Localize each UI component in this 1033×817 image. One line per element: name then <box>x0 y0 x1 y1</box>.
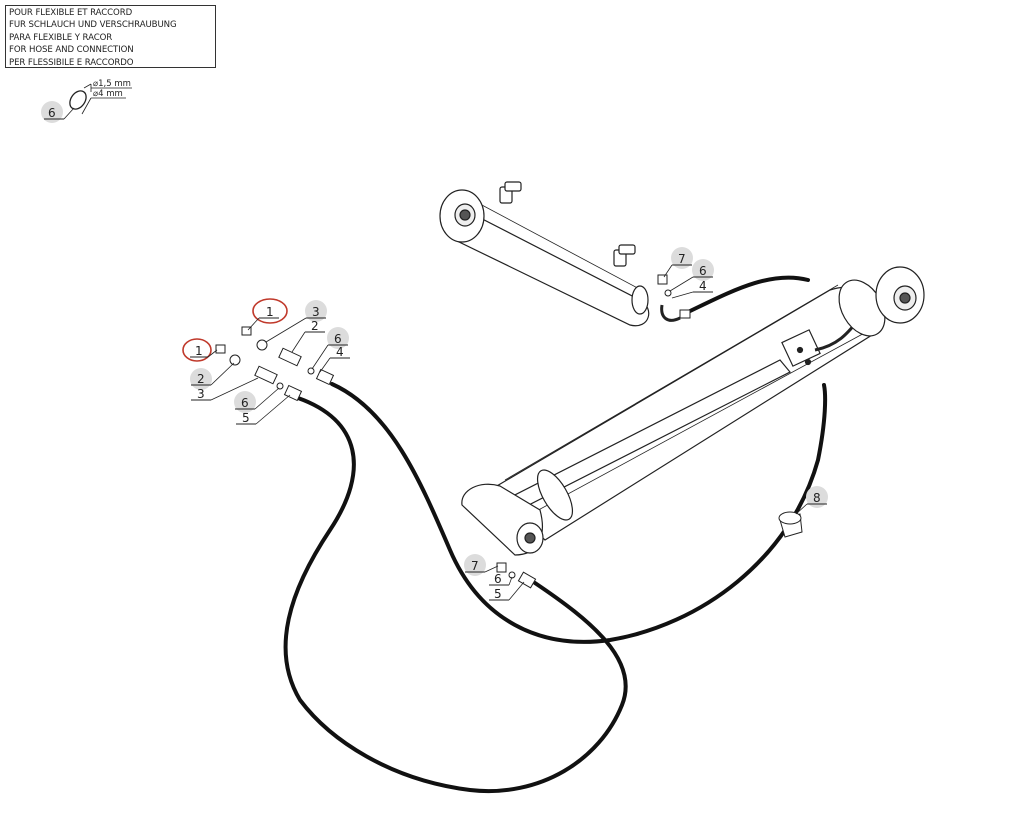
dim-inner-diameter: ⌀4 mm <box>93 89 123 99</box>
callout-2-lower: 2 <box>197 372 205 386</box>
oring-detail: ⌀1,5 mm ⌀4 mm 6 <box>41 79 132 123</box>
note-line-it: PER FLESSIBILE E RACCORDO <box>9 57 134 68</box>
callout-6-upper: 6 <box>334 332 342 346</box>
hose-right-loop <box>330 382 828 644</box>
callout-6-lower-left: 6 <box>241 396 249 410</box>
callout-5-lower-left: 5 <box>242 411 250 425</box>
callout-oring-6: 6 <box>48 106 56 120</box>
highlight-ring-1a <box>252 298 288 324</box>
callout-1-upper: 1 <box>266 305 274 319</box>
small-cylinder <box>439 181 650 327</box>
callout-6-lower-right: 6 <box>494 572 502 586</box>
callout-2-upper: 2 <box>311 319 319 333</box>
callout-7-lower: 7 <box>471 559 479 573</box>
dim-cross-section: ⌀1,5 mm <box>93 79 131 89</box>
note-line-en: FOR HOSE AND CONNECTION <box>9 45 134 56</box>
note-line-fr: POUR FLEXIBLE ET RACCORD <box>9 8 133 18</box>
callout-3-upper: 3 <box>312 305 320 319</box>
hose-short-upper <box>686 275 810 314</box>
callout-8: 8 <box>813 491 821 505</box>
callout-7-upper: 7 <box>678 252 686 266</box>
hose-left-loop <box>283 396 628 793</box>
hoses <box>283 275 828 793</box>
main-cylinder <box>461 266 925 556</box>
oring-icon <box>69 90 87 110</box>
callouts: 1 1 3 2 6 4 2 3 6 <box>190 247 828 601</box>
note-line-de: FUR SCHLAUCH UND VERSCHRAUBUNG <box>9 20 177 31</box>
callout-4-upper-right: 4 <box>699 279 707 293</box>
note-line-es: PARA FLEXIBLE Y RACOR <box>9 32 113 43</box>
callout-6-upper-right: 6 <box>699 264 707 278</box>
callout-4-upper: 4 <box>336 345 344 359</box>
fittings <box>215 274 803 589</box>
callout-5-lower-right: 5 <box>494 587 502 601</box>
note-box: POUR FLEXIBLE ET RACCORD FUR SCHLAUCH UN… <box>5 5 216 68</box>
callout-3-lower: 3 <box>197 387 205 401</box>
callout-1-lower: 1 <box>195 344 203 358</box>
highlight-ring-1b <box>182 338 212 362</box>
